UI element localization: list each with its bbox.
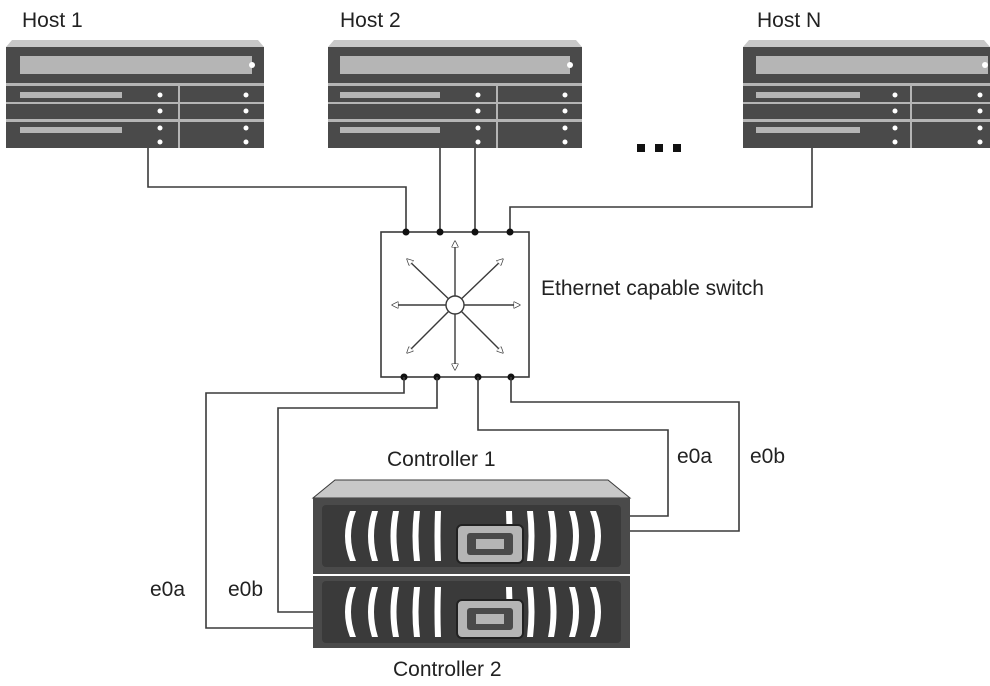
host-2-label: Host 2	[340, 9, 401, 32]
controller-1-port-e0b-label: e0b	[750, 445, 785, 468]
host-1-cable	[147, 148, 407, 232]
controller-1-label: Controller 1	[387, 448, 496, 471]
more-hosts-ellipsis	[637, 144, 681, 152]
host-1-label: Host 1	[22, 9, 83, 32]
controller-2-e0a-cable	[205, 377, 405, 629]
controller-1-e0b-cable	[510, 377, 740, 532]
controller-1-unit	[311, 479, 632, 574]
controller-2-e0b-cable	[277, 377, 438, 613]
controller-2-port-e0a-label: e0a	[150, 578, 185, 601]
controller-2-label: Controller 2	[393, 658, 502, 681]
switch-label: Ethernet capable switch	[541, 277, 764, 300]
controller-1-e0a-cable	[477, 377, 669, 517]
host-n-server	[743, 40, 990, 148]
controller-1-port-e0a-label: e0a	[677, 445, 712, 468]
controller-2-port-e0b-label: e0b	[228, 578, 263, 601]
host-n-label: Host N	[757, 9, 821, 32]
host-n-cable	[509, 148, 813, 232]
host-1-server	[6, 40, 264, 148]
ethernet-switch	[380, 228, 530, 381]
host-2-server	[328, 40, 582, 148]
controller-2-unit	[313, 576, 630, 648]
